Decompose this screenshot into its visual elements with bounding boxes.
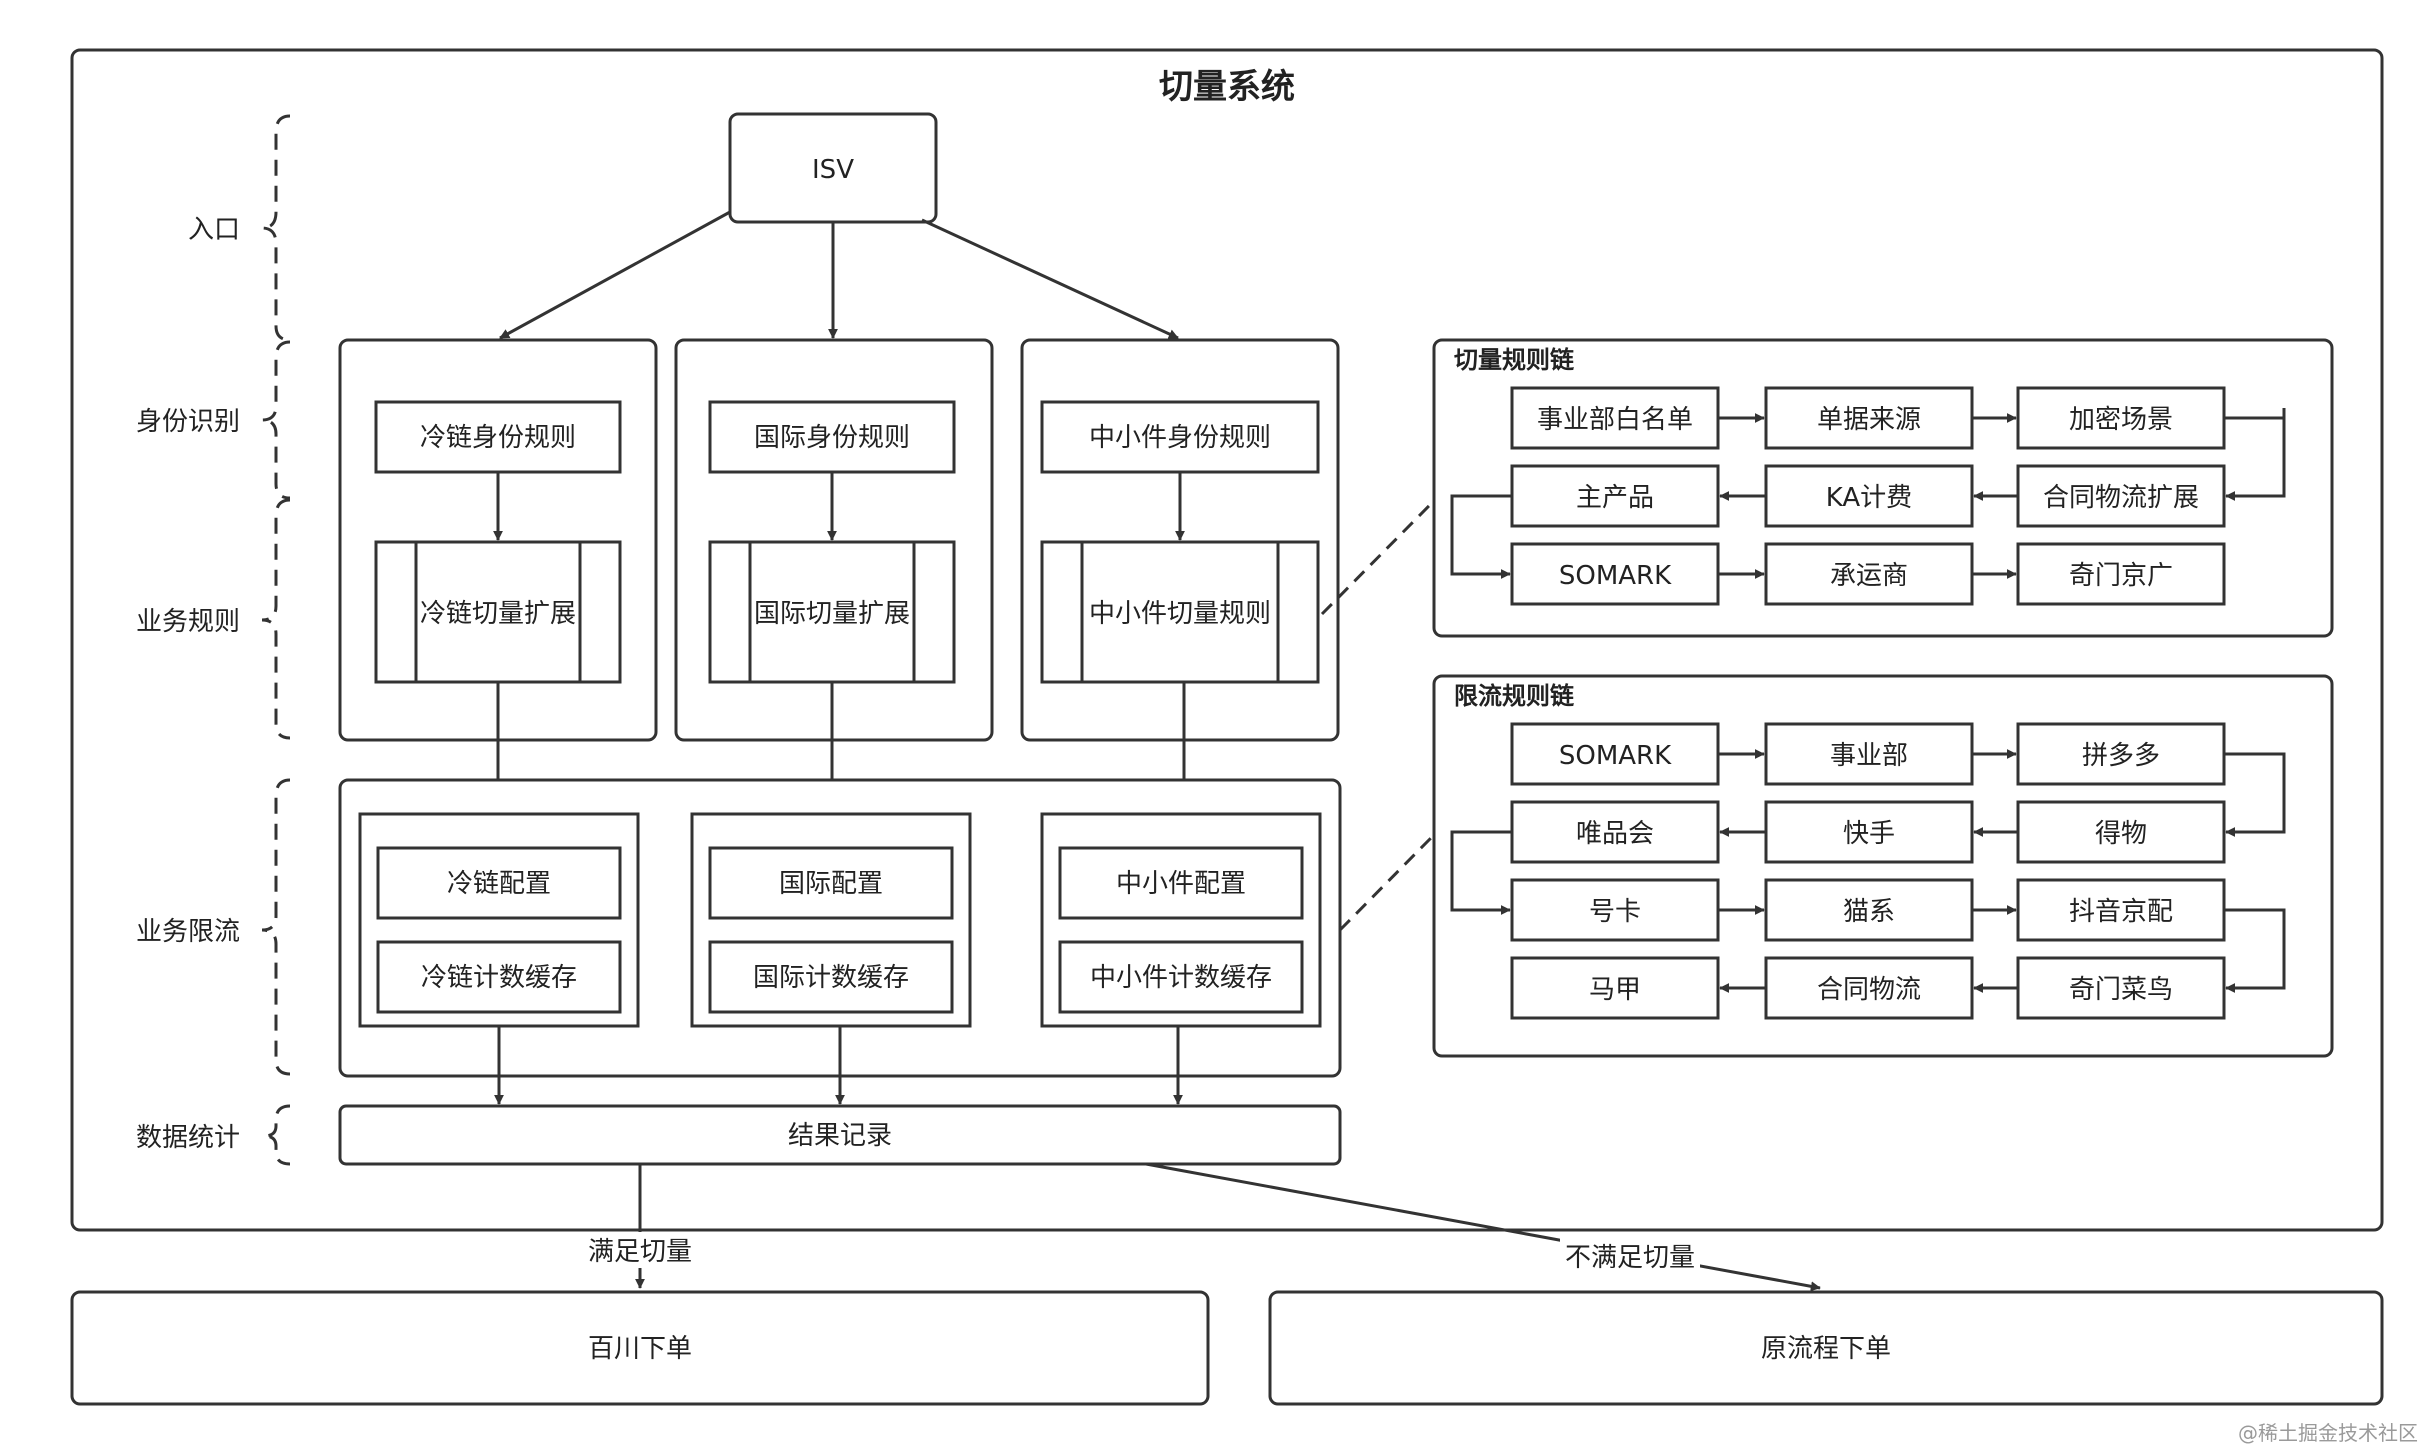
limit-group-intl: 国际配置 国际计数缓存: [690, 812, 972, 1028]
limit-node-dewu: 得物: [2095, 819, 2147, 849]
cut-node-doc-source: 单据来源: [1817, 405, 1921, 435]
layer-label-entry: 入口: [188, 215, 240, 245]
cut-chain-title: 切量规则链: [1454, 346, 1575, 374]
satisfied-label: 满足切量: [588, 1237, 692, 1267]
limit-node-vip: 唯品会: [1576, 819, 1654, 849]
limit-chain-title: 限流规则链: [1454, 682, 1575, 710]
limit-node-kuaishou: 快手: [1843, 819, 1895, 849]
limit-node-majia: 马甲: [1589, 975, 1641, 1005]
result-record-node: [338, 1104, 1342, 1166]
layer-label-identity: 身份识别: [136, 407, 240, 437]
limit-rule-chain: 限流规则链 SOMARK 事业部 拼多多 得物 快手 唯品会 号卡 猫系 抖音京…: [1432, 674, 2334, 1058]
limit-cache-cold: 冷链计数缓存: [421, 963, 577, 993]
layer-label-business-rules: 业务规则: [136, 607, 240, 637]
cut-node-ka-billing: KA计费: [1826, 483, 1912, 513]
layer-label-statistics: 数据统计: [136, 1123, 240, 1153]
cut-node-main-product: 主产品: [1576, 483, 1654, 513]
limit-group-small: 中小件配置 中小件计数缓存: [1040, 812, 1322, 1028]
limit-config-intl: 国际配置: [779, 869, 883, 899]
limit-node-qimen-cainiao: 奇门菜鸟: [2069, 975, 2173, 1005]
unsatisfied-label: 不满足切量: [1565, 1243, 1695, 1273]
watermark: @稀土掘金技术社区: [2238, 1421, 2418, 1445]
cut-node-contract-ext: 合同物流扩展: [2043, 483, 2199, 513]
system-frame: [70, 48, 2384, 1232]
isv-label: ISV: [812, 155, 854, 185]
baichuan-order-label: 百川下单: [588, 1334, 692, 1364]
limit-cache-intl: 国际计数缓存: [753, 963, 909, 993]
layer-braces: [261, 114, 291, 1166]
identity-rule-cold: 冷链身份规则: [420, 423, 576, 453]
cut-node-qimen-jd: 奇门京广: [2069, 561, 2173, 591]
cut-rule-chain: 切量规则链 事业部白名单 单据来源 加密场景 合同物流扩展 KA计费 主产品 S…: [1432, 338, 2334, 638]
limit-node-contract: 合同物流: [1817, 975, 1921, 1005]
limit-node-pdd: 拼多多: [2082, 741, 2160, 771]
cut-node-whitelist: 事业部白名单: [1537, 405, 1693, 435]
limit-node-douyin: 抖音京配: [2069, 897, 2173, 927]
identity-rule-small: 中小件身份规则: [1089, 423, 1271, 453]
limit-node-somark: SOMARK: [1559, 741, 1672, 771]
layer-label-rate-limit: 业务限流: [136, 917, 240, 947]
limit-config-cold: 冷链配置: [447, 869, 551, 899]
limit-node-division: 事业部: [1830, 741, 1908, 771]
group-international: 国际身份规则 国际切量扩展: [674, 338, 994, 742]
limit-group-cold: 冷链配置 冷链计数缓存: [358, 812, 640, 1028]
result-record-label: 结果记录: [788, 1121, 892, 1151]
identity-rule-intl: 国际身份规则: [754, 423, 910, 453]
cut-node-somark: SOMARK: [1559, 561, 1672, 591]
business-rule-small: 中小件切量规则: [1089, 599, 1271, 629]
cut-node-encryption: 加密场景: [2069, 405, 2173, 435]
business-rule-cold: 冷链切量扩展: [420, 599, 576, 629]
limit-config-small: 中小件配置: [1116, 869, 1246, 899]
system-title: 切量系统: [1159, 67, 1295, 107]
limit-node-maoxi: 猫系: [1843, 897, 1895, 927]
limit-node-haoka: 号卡: [1589, 897, 1641, 927]
original-flow-order-label: 原流程下单: [1761, 1334, 1891, 1364]
group-small-parcel: 中小件身份规则 中小件切量规则: [1020, 338, 1340, 742]
original-flow-order-node: [1268, 1290, 2384, 1406]
group-cold-chain: 冷链身份规则 冷链切量扩展: [338, 338, 658, 742]
limit-cache-small: 中小件计数缓存: [1090, 963, 1272, 993]
baichuan-order-node: [70, 1290, 1210, 1406]
business-rule-intl: 国际切量扩展: [754, 599, 910, 629]
cut-node-carrier: 承运商: [1830, 561, 1908, 591]
